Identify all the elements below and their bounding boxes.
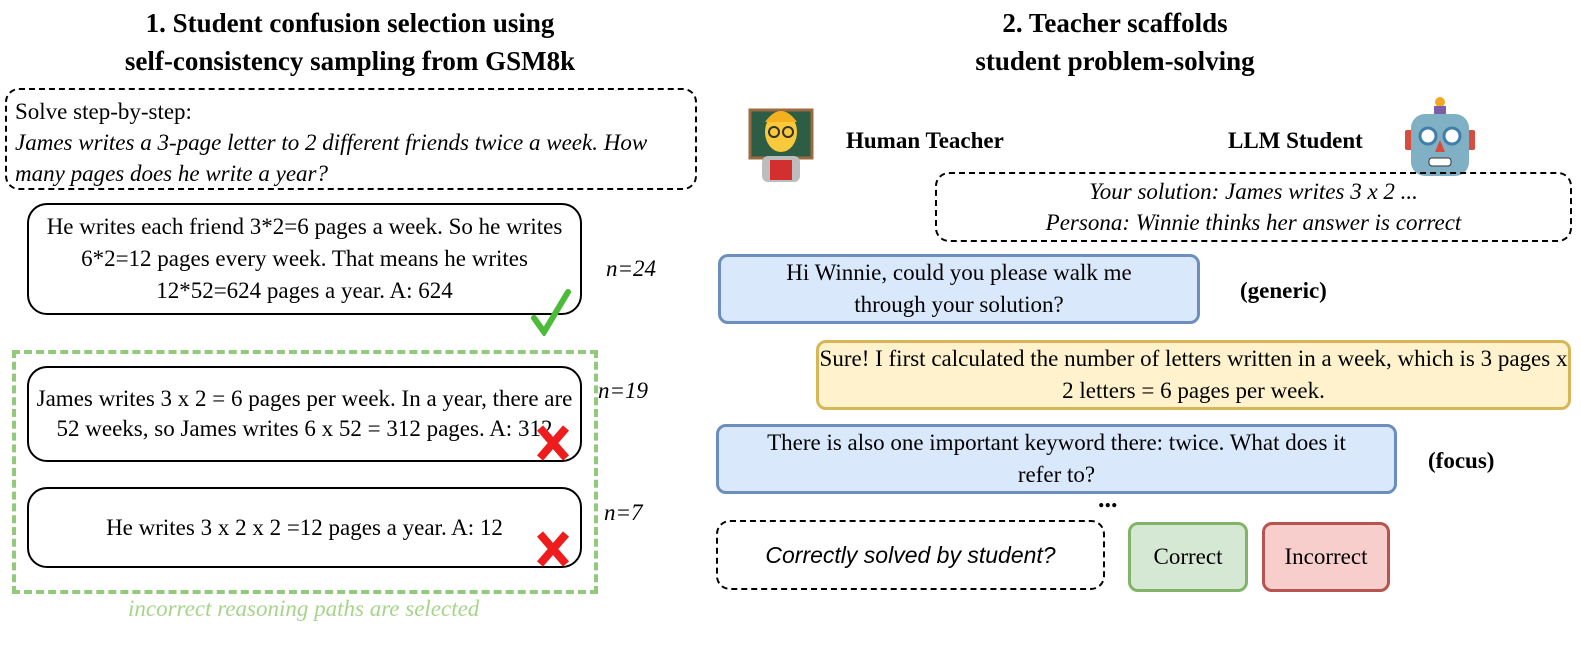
check-icon: [531, 289, 571, 336]
message-tag: (generic): [1240, 278, 1327, 303]
path-text: He writes each friend 3*2=6 pages a week…: [46, 214, 563, 303]
right-title: 2. Teacher scaffolds student problem-sol…: [760, 4, 1470, 80]
message-text: There is also one important keyword ther…: [767, 430, 1346, 487]
prompt-label: Solve step-by-step:: [15, 99, 192, 124]
incorrect-button[interactable]: Incorrect: [1262, 522, 1390, 592]
prompt-box: Solve step-by-step: James writes a 3-pag…: [5, 88, 697, 190]
path-count: n=24: [606, 256, 657, 281]
correct-label: Correct: [1153, 544, 1223, 569]
path-count: n=7: [604, 500, 643, 525]
correct-button[interactable]: Correct: [1128, 522, 1248, 592]
ellipsis: ...: [1098, 484, 1118, 513]
student-message: Sure! I first calculated the number of l…: [816, 340, 1571, 410]
cross-icon: [536, 531, 570, 567]
selected-paths-region: [12, 350, 598, 594]
right-title-line2: student problem-solving: [975, 46, 1255, 76]
reasoning-path-correct: He writes each friend 3*2=6 pages a week…: [27, 203, 582, 315]
message-text: Hi Winnie, could you please walk me thro…: [786, 260, 1132, 317]
left-title-line2: self-consistency sampling from GSM8k: [124, 46, 576, 76]
message-text: Sure! I first calculated the number of l…: [819, 346, 1568, 403]
teacher-message: There is also one important keyword ther…: [716, 424, 1397, 494]
path-text: He writes 3 x 2 x 2 =12 pages a year. A:…: [106, 514, 503, 540]
teacher-icon: [748, 108, 814, 182]
left-title: 1. Student confusion selection using sel…: [0, 4, 700, 80]
reasoning-path-incorrect: James writes 3 x 2 = 6 pages per week. I…: [27, 366, 582, 462]
message-tag: (focus): [1428, 448, 1495, 473]
context-solution: Your solution: James writes 3 x 2 ...: [1089, 179, 1418, 204]
context-persona: Persona: Winnie thinks her answer is cor…: [1045, 210, 1462, 235]
context-box: Your solution: James writes 3 x 2 ... Pe…: [935, 172, 1572, 242]
right-title-line1: 2. Teacher scaffolds: [1002, 8, 1228, 38]
cross-icon: [536, 425, 570, 461]
teacher-label: Human Teacher: [846, 128, 1004, 153]
outcome-question-box: Correctly solved by student?: [716, 520, 1105, 590]
path-text: James writes 3 x 2 = 6 pages per week. I…: [36, 386, 573, 441]
reasoning-path-incorrect: He writes 3 x 2 x 2 =12 pages a year. A:…: [27, 487, 582, 568]
incorrect-label: Incorrect: [1284, 544, 1368, 569]
student-label: LLM Student: [1228, 128, 1363, 153]
teacher-message: Hi Winnie, could you please walk me thro…: [718, 254, 1200, 324]
path-count: n=19: [598, 378, 649, 403]
outcome-question: Correctly solved by student?: [765, 541, 1056, 568]
robot-icon: [1405, 97, 1475, 176]
left-title-line1: 1. Student confusion selection using: [145, 8, 555, 38]
prompt-question: James writes a 3-page letter to 2 differ…: [15, 130, 648, 186]
selection-caption: incorrect reasoning paths are selected: [128, 596, 480, 621]
